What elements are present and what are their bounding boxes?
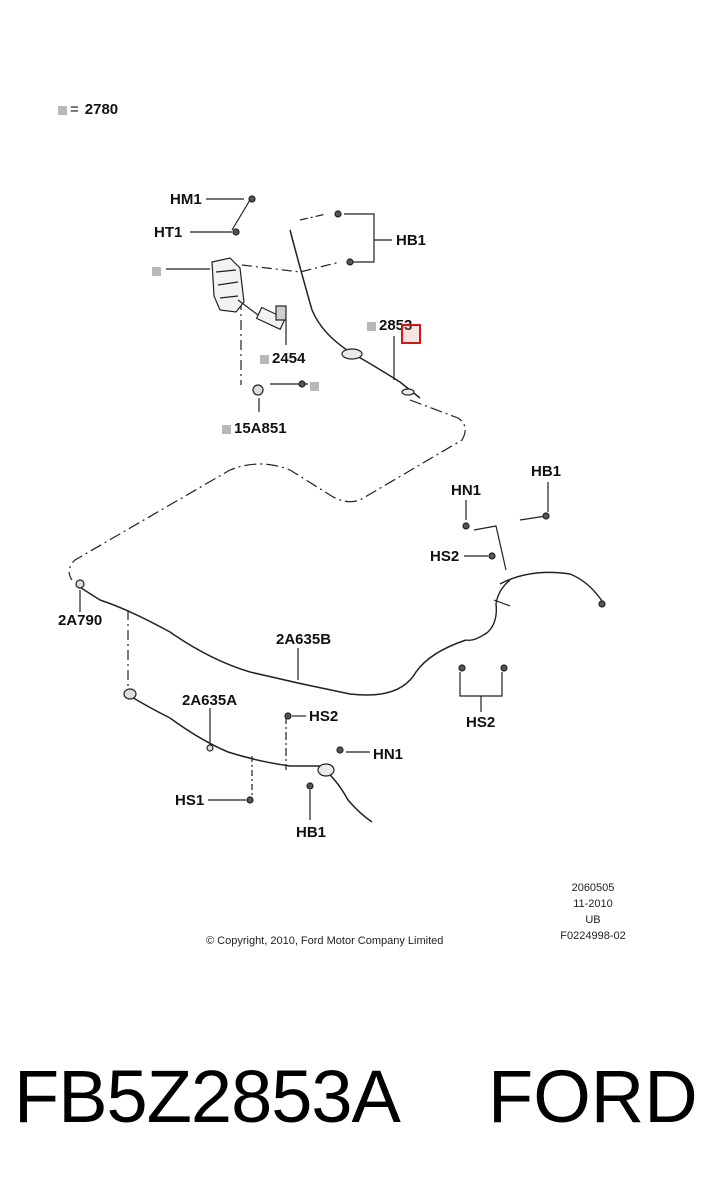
- diagram-metadata: 2060505 11-2010 UB F0224998-02: [548, 880, 638, 944]
- callout-2A635B: 2A635B: [276, 631, 332, 648]
- callout-hs2-right: HS2: [430, 548, 460, 565]
- callout-hs2-lower-right: HS2: [466, 714, 496, 731]
- part-number-title: FB5Z2853A: [14, 1055, 401, 1138]
- callout-hb1-right: HB1: [531, 463, 562, 480]
- callout-15A851: 15A851: [222, 421, 287, 436]
- part-15A851-label: 15A851: [234, 420, 287, 437]
- placeholder-square-icon: [58, 105, 67, 115]
- callout-hs1: HS1: [175, 792, 205, 809]
- callout-2A790: 2A790: [58, 612, 103, 629]
- placeholder-square-icon: [367, 321, 376, 331]
- placeholder-square-icon: [260, 354, 269, 364]
- meta-line-4: F0224998-02: [560, 930, 626, 942]
- callout-2454: 2454: [260, 351, 305, 366]
- callout-hn1-lower: HN1: [373, 746, 404, 763]
- part-2454-label: 2454: [272, 350, 306, 367]
- callout-ht1: HT1: [154, 224, 183, 241]
- meta-line-2: 11-2010: [573, 898, 613, 910]
- callout-hb1-top: HB1: [396, 232, 427, 249]
- dash-dot-connector: [68, 399, 466, 581]
- callout-hn1-right: HN1: [451, 482, 482, 499]
- callout-hm1: HM1: [170, 191, 202, 208]
- callout-hs2-lower: HS2: [309, 708, 339, 725]
- legend-eq: =: [70, 101, 79, 118]
- selected-part-highlight[interactable]: [401, 324, 421, 344]
- placeholder-square-icon: [310, 381, 319, 391]
- part-2853-label: 2853: [379, 317, 413, 334]
- legend: = 2780: [58, 102, 118, 117]
- copyright-notice: © Copyright, 2010, Ford Motor Company Li…: [206, 935, 444, 947]
- placeholder-square-icon: [222, 424, 231, 434]
- callout-hb1-lower: HB1: [296, 824, 327, 841]
- callout-2853: 2853: [367, 318, 412, 333]
- callout-2A635A: 2A635A: [182, 692, 238, 709]
- meta-line-1: 2060505: [571, 882, 615, 894]
- legend-value: 2780: [84, 101, 119, 118]
- meta-line-3: UB: [585, 914, 601, 926]
- brand-title: FORD: [488, 1055, 698, 1138]
- placeholder-square-icon: [152, 266, 161, 276]
- callout-bracket-placeholder: [152, 263, 164, 278]
- callout-bolt-placeholder: [310, 378, 322, 393]
